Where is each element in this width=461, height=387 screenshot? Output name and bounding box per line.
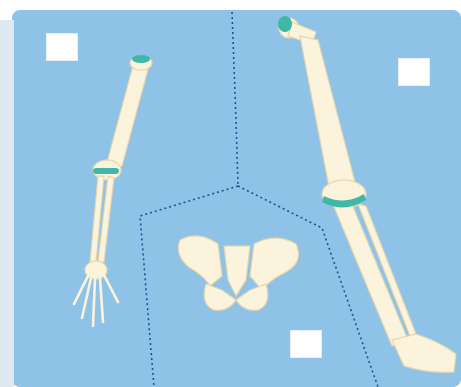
hip-cartilage-marker bbox=[278, 16, 292, 32]
arm-label-box[interactable] bbox=[46, 33, 78, 61]
panel-shadow bbox=[0, 20, 14, 387]
shoulder-cartilage-marker bbox=[132, 55, 150, 63]
pelvis-label-box[interactable] bbox=[290, 330, 322, 358]
elbow-cartilage-marker bbox=[93, 168, 119, 174]
leg-label-box[interactable] bbox=[398, 58, 430, 86]
